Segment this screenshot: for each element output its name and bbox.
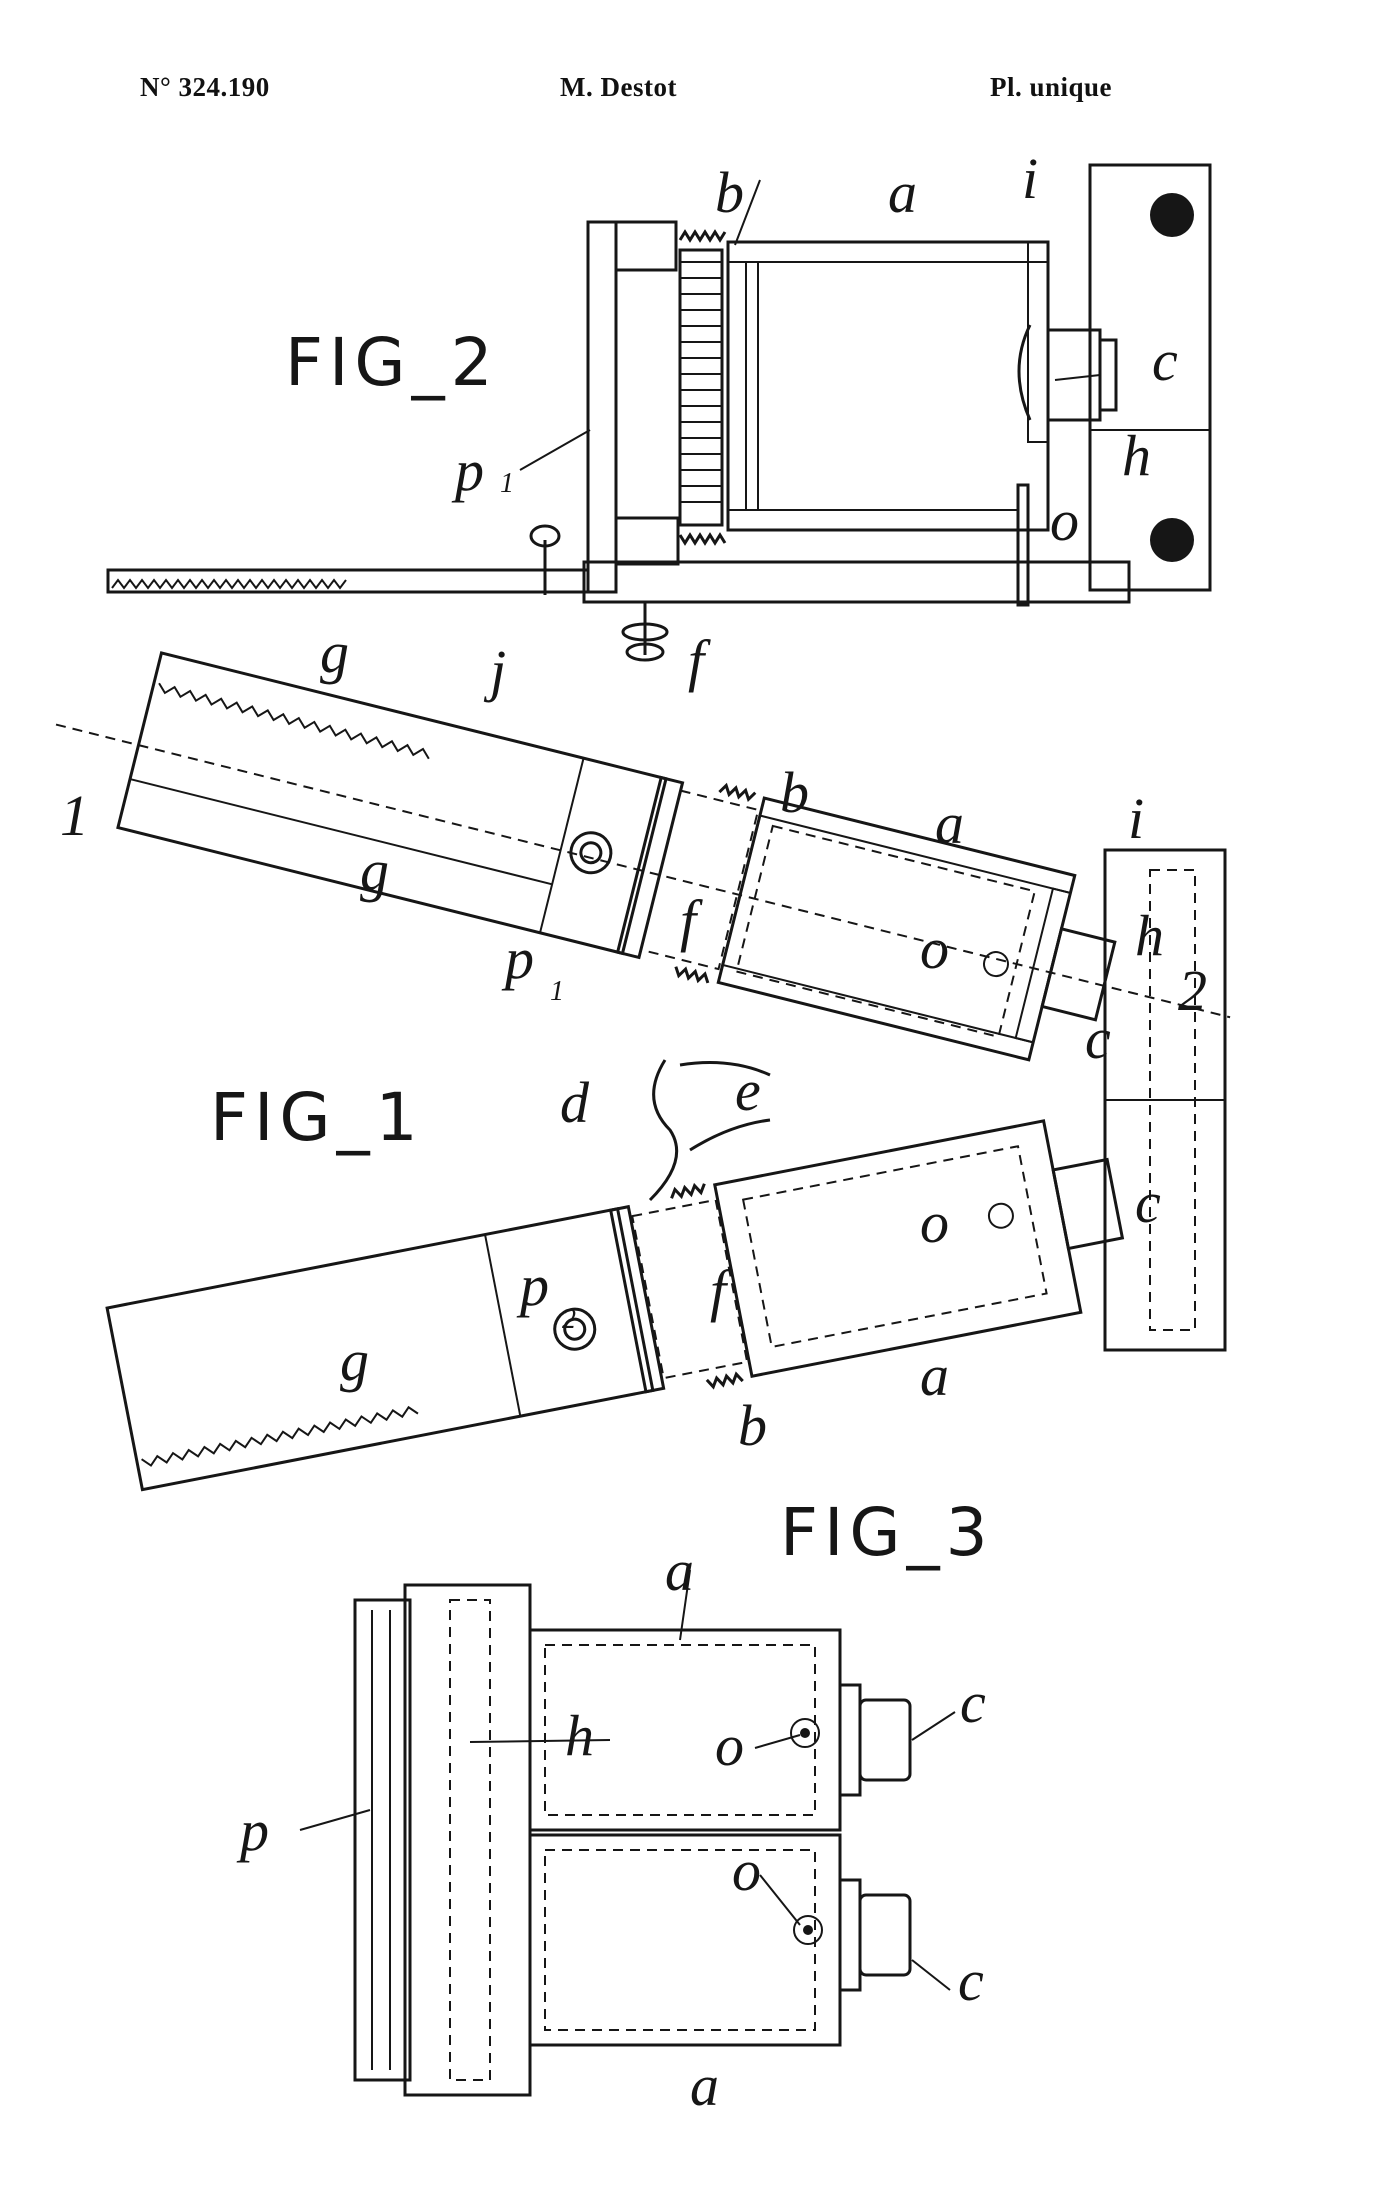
fig3-label-p: p	[236, 1798, 269, 1863]
fig2-label-a: a	[888, 160, 917, 225]
fig2-label-i: i	[1022, 146, 1038, 211]
fig1-upper-box-a	[716, 796, 1077, 1062]
fig1-frame-h	[1103, 848, 1227, 1352]
fig2-label-f: f	[688, 628, 711, 693]
fig3-frame-h	[403, 1583, 532, 2097]
fig1-label-p-upper-sub: 1	[550, 976, 564, 1007]
fig2-base	[582, 560, 1131, 604]
fig1-label-e: e	[735, 1058, 761, 1123]
fig2-box-a	[726, 240, 1050, 532]
fig1-label-p-lower: p	[516, 1253, 549, 1318]
fig1-section-1: 1	[60, 783, 89, 848]
patent-number: N° 324.190	[140, 72, 270, 102]
fig1-label-p-lower-sub: 2	[562, 1304, 576, 1335]
fig1-spring-e	[679, 1061, 771, 1152]
fig2-rack-g	[106, 568, 590, 594]
fig3-label-h: h	[565, 1703, 594, 1768]
fig2-label-p-sub: 1	[500, 468, 514, 499]
figure-1: FIG_1	[55, 651, 1231, 1492]
fig2-label-c: c	[1152, 328, 1178, 393]
fig1-label-h: h	[1135, 903, 1164, 968]
fig1-label-f-upper: f	[680, 888, 703, 953]
fig2-screw-f	[621, 602, 669, 662]
fig3-label-a-lower: a	[690, 2053, 719, 2118]
fig1-label-g-upper: g	[360, 838, 389, 903]
fig1-label-a-lower: a	[920, 1343, 949, 1408]
fig3-lower-eyepiece-c	[858, 1893, 912, 1977]
fig1-label-p-upper: p	[501, 926, 534, 991]
plate-label: Pl. unique	[990, 72, 1113, 102]
fig2-label: FIG_2	[285, 324, 499, 401]
fig3-label: FIG_3	[780, 1494, 994, 1571]
fig1-label-a-upper: a	[935, 791, 964, 856]
fig1-section-2: 2	[1178, 958, 1207, 1023]
fig2-top-block	[614, 220, 678, 272]
fig1-label-o-upper: o	[920, 916, 949, 981]
fig2-label-p: p	[451, 438, 484, 503]
fig1-lower-eyepiece-c	[1051, 1157, 1125, 1251]
fig3-lower-box-a	[528, 1833, 842, 2047]
fig1-label-b-lower: b	[738, 1393, 767, 1458]
fig2-pivot-o	[1016, 483, 1030, 607]
fig1-label-c-lower: c	[1135, 1170, 1161, 1235]
fig3-label-o-upper: o	[715, 1713, 744, 1778]
fig3-upper-eyepiece-c	[858, 1698, 912, 1782]
fig1-upper-rack-housing	[116, 651, 668, 956]
figure-3: FIG_3 a h o c p o c	[236, 1494, 994, 2118]
fig2-label-h: h	[1122, 423, 1151, 488]
fig1-label-i: i	[1128, 786, 1144, 851]
fig1-label-c-upper: c	[1085, 1006, 1111, 1071]
fig2-label-b: b	[715, 160, 744, 225]
fig2-label-j: j	[483, 638, 506, 703]
fig3-plate-p	[353, 1598, 412, 2082]
figure-2: FIG_2	[106, 146, 1212, 703]
fig3-label-o-lower: o	[732, 1838, 761, 1903]
fig1-label-o-lower: o	[920, 1190, 949, 1255]
fig1-label-g-lower: g	[340, 1328, 369, 1393]
fig1-lower-assembly	[105, 1119, 1125, 1492]
fig1-hinge-d	[648, 1059, 679, 1202]
fig1-upper-assembly	[55, 651, 1231, 1062]
fig1-lower-rack-housing	[105, 1207, 655, 1492]
fig2-screw-j	[529, 524, 561, 595]
fig2-bottom-block	[614, 516, 680, 566]
patent-author: M. Destot	[560, 72, 677, 102]
fig2-plate-p1	[586, 220, 618, 594]
fig1-label-b-upper: b	[780, 760, 809, 825]
fig3-label-c-lower: c	[958, 1948, 984, 2013]
fig1-label-d: d	[560, 1070, 590, 1135]
fig1-label: FIG_1	[210, 1079, 424, 1156]
fig2-label-g: g	[320, 620, 349, 685]
fig2-frame-h	[1088, 163, 1212, 592]
fig3-label-c-upper: c	[960, 1670, 986, 1735]
fig2-bellows-b	[678, 229, 727, 546]
fig2-label-o: o	[1050, 488, 1079, 553]
